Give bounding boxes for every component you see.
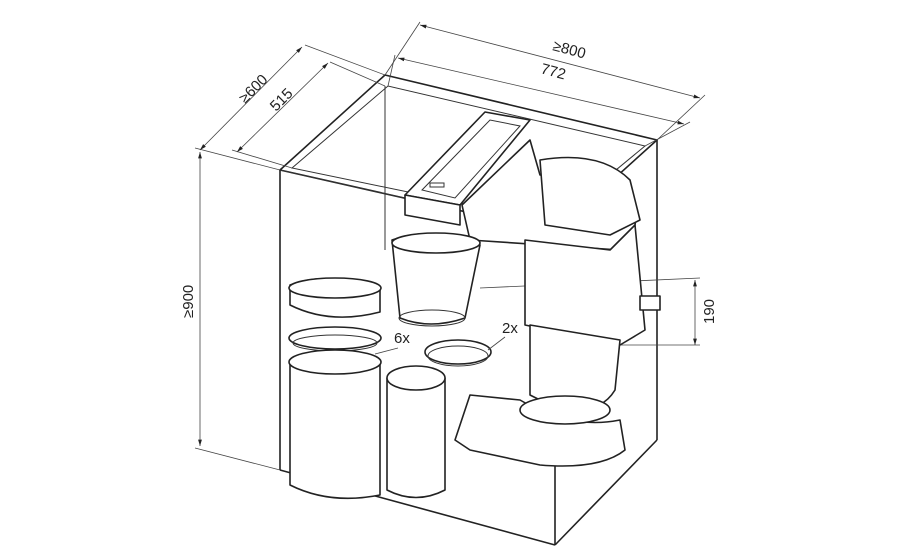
- dimension-lines: [198, 24, 701, 446]
- annotation-6x: 6x: [394, 330, 410, 347]
- dim-width: 772: [539, 60, 568, 83]
- dim-depth: 515: [267, 85, 297, 115]
- annotation-2x: 2x: [502, 320, 518, 337]
- dim-min-height: ≥900: [180, 285, 197, 318]
- flat-duct: [288, 349, 382, 500]
- round-duct: [386, 365, 446, 499]
- leader-2x: [487, 336, 506, 351]
- oval-duct-connectors: [288, 277, 382, 352]
- round-duct-connectors: [424, 339, 492, 367]
- hob-extractor-unit: [404, 111, 661, 467]
- extension-lines: [194, 21, 706, 471]
- duct-transition-piece: [391, 232, 481, 327]
- dim-min-width: ≥800: [551, 37, 588, 62]
- dim-offset: 190: [701, 299, 718, 324]
- dim-min-depth: ≥600: [236, 71, 272, 107]
- leader-6x: [374, 347, 399, 355]
